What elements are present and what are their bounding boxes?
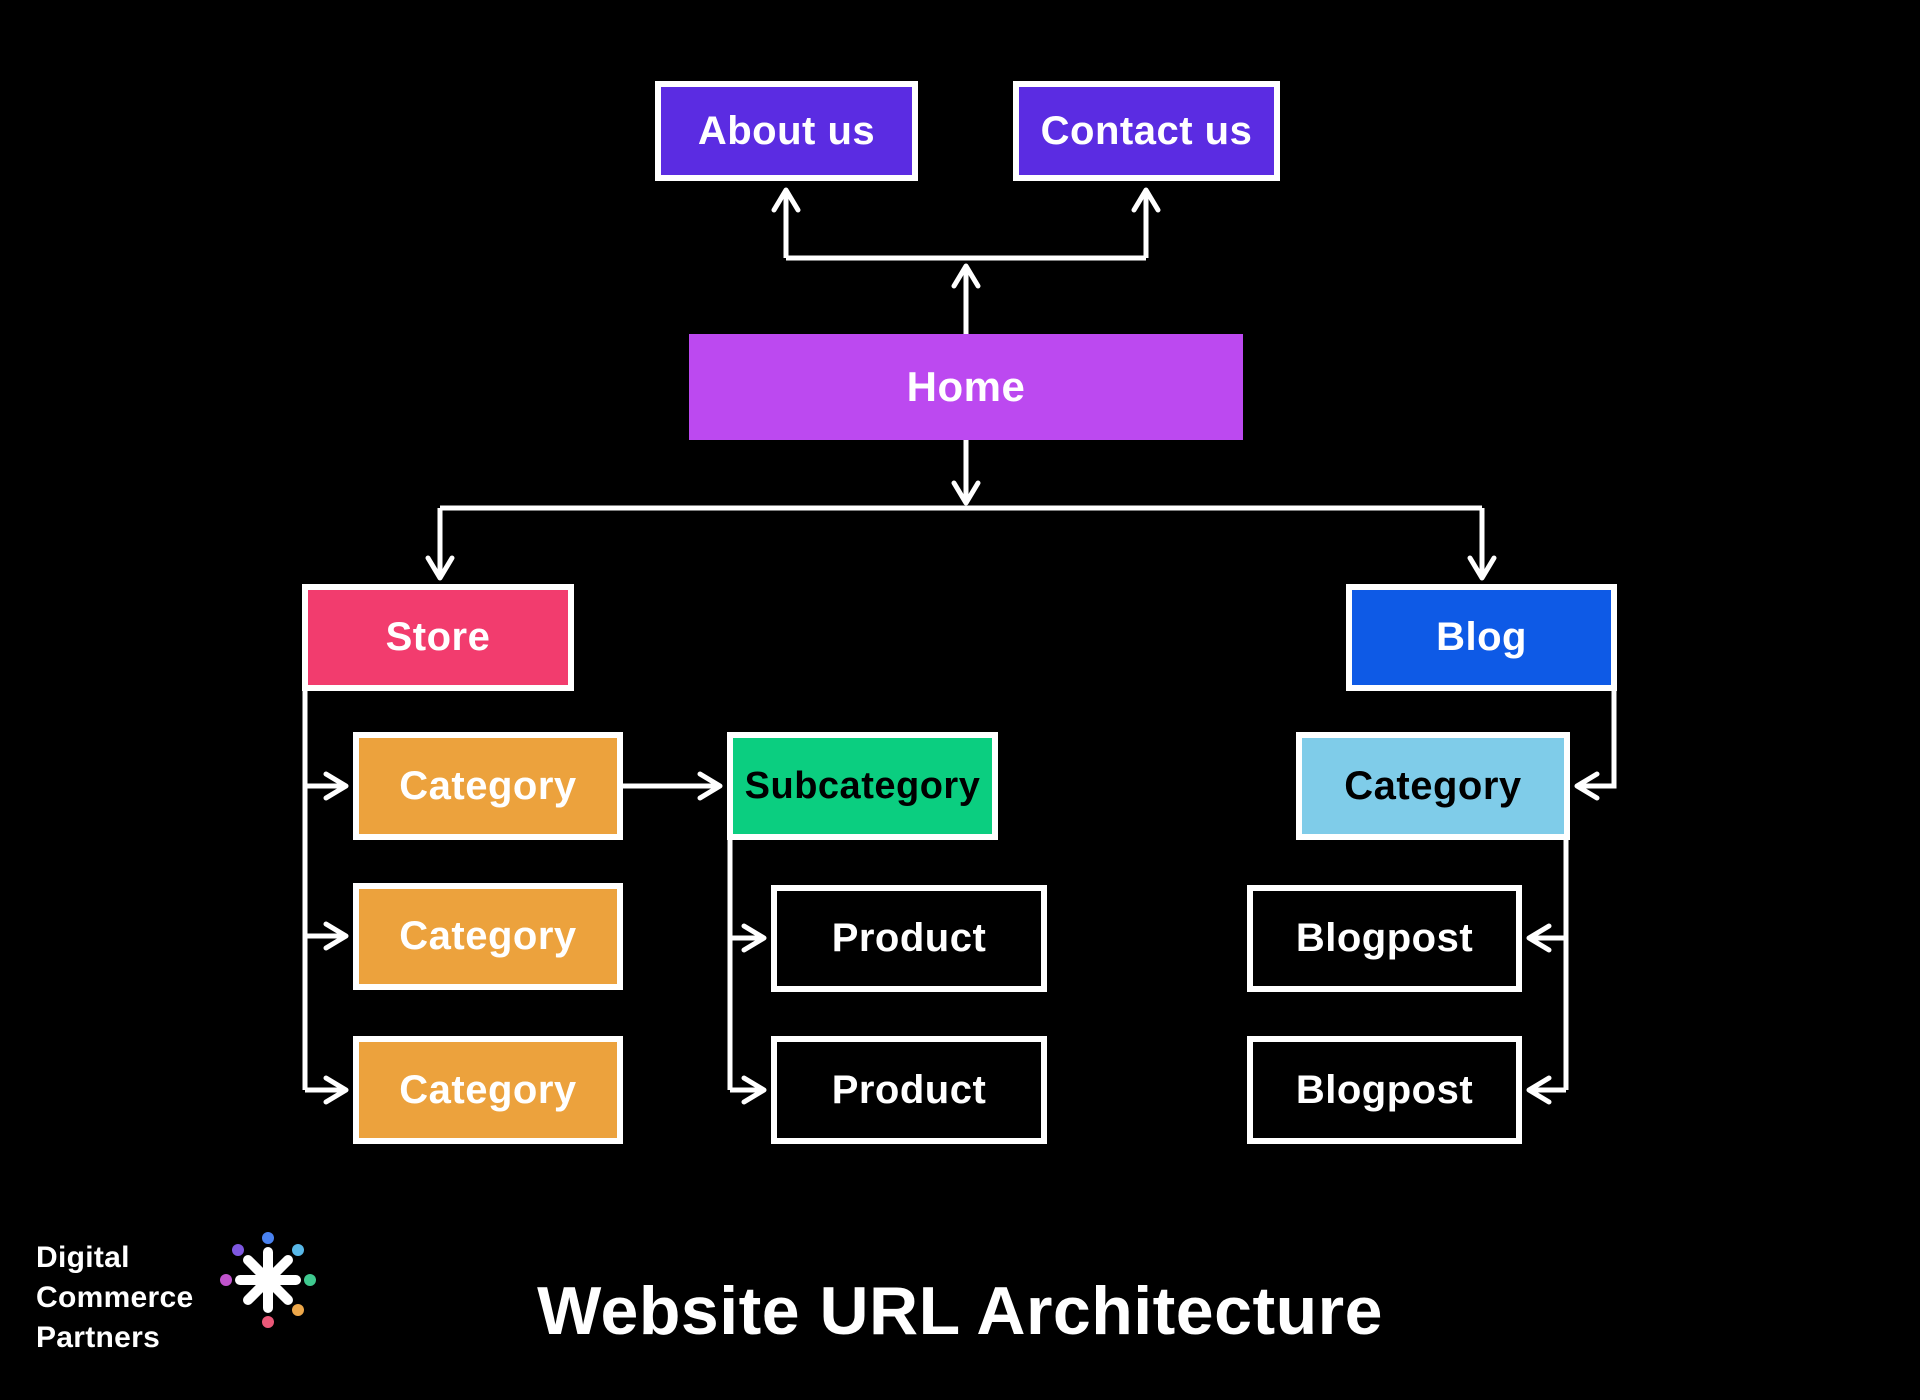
logo-dot-top-left (232, 1244, 244, 1256)
logo-text: Digital Commerce Partners (36, 1238, 193, 1358)
logo-dot-top-right (292, 1244, 304, 1256)
node-store: Store (302, 584, 574, 691)
node-blogpost-2: Blogpost (1247, 1036, 1522, 1144)
node-blog-category: Category (1296, 732, 1570, 840)
logo-line-1: Digital (36, 1241, 130, 1274)
node-home: Home (689, 334, 1243, 440)
node-blog: Blog (1346, 584, 1617, 691)
logo-line-3: Partners (36, 1321, 161, 1354)
node-store-category-3: Category (353, 1036, 623, 1144)
logo-dot-top (262, 1232, 274, 1244)
node-store-category-1: Category (353, 732, 623, 840)
logo-dot-bottom-right (292, 1304, 304, 1316)
asterisk-icon (220, 1232, 316, 1328)
node-product-2: Product (771, 1036, 1047, 1144)
node-contact-us: Contact us (1013, 81, 1280, 181)
logo-line-2: Commerce (36, 1281, 194, 1314)
node-subcategory: Subcategory (727, 732, 998, 840)
node-store-category-2: Category (353, 883, 623, 990)
logo-dot-right (304, 1274, 316, 1286)
node-product-1: Product (771, 885, 1047, 992)
page-title: Website URL Architecture (537, 1273, 1383, 1349)
logo-dot-left (220, 1274, 232, 1286)
connector-blog-to-category (1574, 688, 1617, 801)
node-about-us: About us (655, 81, 918, 181)
logo-dot-bottom (262, 1316, 274, 1328)
node-blogpost-1: Blogpost (1247, 885, 1522, 992)
